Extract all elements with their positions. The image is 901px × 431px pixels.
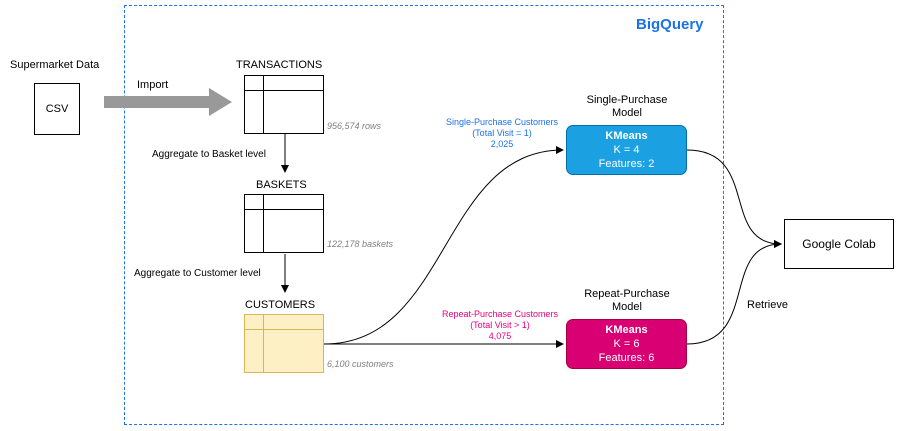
repeat-model-title-line1: Repeat-Purchase <box>584 288 670 300</box>
single-model-algo: KMeans <box>605 130 648 142</box>
arrow-customers-to-single-model <box>323 146 564 345</box>
single-model-title-line1: Single-Purchase <box>586 94 668 106</box>
single-segment-count: 2,025 <box>490 139 514 149</box>
repeat-model-k: K = 6 <box>613 338 640 350</box>
single-model-title: Single-Purchase Model <box>567 94 687 120</box>
arrow-single-model-to-colab <box>686 149 782 248</box>
customers-title: CUSTOMERS <box>245 299 316 311</box>
retrieve-label: Retrieve <box>747 299 788 311</box>
single-model-title-line2: Model <box>612 107 642 119</box>
baskets-title: BASKETS <box>256 179 307 191</box>
transactions-table-icon <box>244 75 324 134</box>
csv-file-icon: CSV <box>34 83 80 135</box>
single-segment-rule: (Total Visit = 1) <box>472 128 532 138</box>
google-colab-box: Google Colab <box>784 219 894 269</box>
single-model-box: KMeans K = 4 Features: 2 <box>566 125 687 175</box>
transactions-title: TRANSACTIONS <box>236 59 323 71</box>
import-arrow <box>104 88 232 116</box>
repeat-model-algo: KMeans <box>605 324 648 336</box>
repeat-model-box: KMeans K = 6 Features: 6 <box>566 319 687 369</box>
repeat-model-title: Repeat-Purchase Model <box>567 288 687 314</box>
bigquery-frame <box>124 5 724 425</box>
import-label: Import <box>137 79 169 91</box>
repeat-model-features: Features: 6 <box>598 352 655 364</box>
baskets-count: 122,178 baskets <box>327 239 394 249</box>
single-model-k: K = 4 <box>613 144 640 156</box>
repeat-segment-label: Repeat-Purchase Customers (Total Visit >… <box>425 309 575 342</box>
single-segment-label: Single-Purchase Customers (Total Visit =… <box>427 117 577 150</box>
repeat-model-title-line2: Model <box>612 301 642 313</box>
source-label: Supermarket Data <box>10 59 100 71</box>
customers-count: 6,100 customers <box>327 359 394 369</box>
google-colab-label: Google Colab <box>802 237 876 251</box>
single-segment-name: Single-Purchase Customers <box>445 117 559 127</box>
arrow-repeat-model-to-colab <box>686 240 782 345</box>
single-model-features: Features: 2 <box>598 158 655 170</box>
repeat-segment-count: 4,075 <box>488 331 512 341</box>
customers-table-icon <box>244 314 324 373</box>
transactions-count: 956,574 rows <box>327 121 382 131</box>
repeat-segment-rule: (Total Visit > 1) <box>470 320 530 330</box>
csv-file-label: CSV <box>45 103 69 115</box>
aggregate-basket-label: Aggregate to Basket level <box>152 149 266 160</box>
baskets-table-icon <box>244 194 324 253</box>
repeat-segment-name: Repeat-Purchase Customers <box>441 309 559 319</box>
aggregate-customer-label: Aggregate to Customer level <box>134 268 261 279</box>
bigquery-label: BigQuery <box>636 16 704 33</box>
